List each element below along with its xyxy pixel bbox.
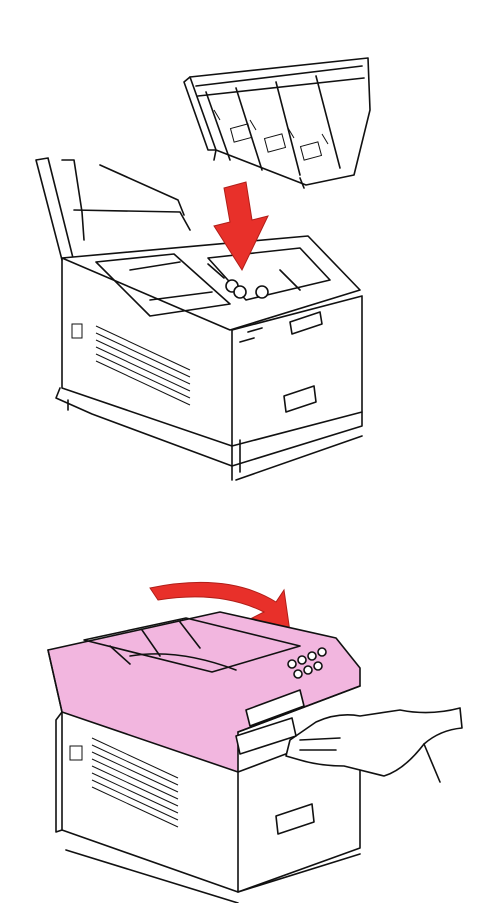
printer-icon	[36, 158, 362, 480]
install-drum-illustration	[0, 0, 479, 500]
printer-open-icon	[0, 0, 479, 500]
printer-closed-icon	[0, 560, 479, 903]
drum-cartridge-icon	[184, 58, 370, 188]
close-cover-illustration	[0, 560, 479, 903]
